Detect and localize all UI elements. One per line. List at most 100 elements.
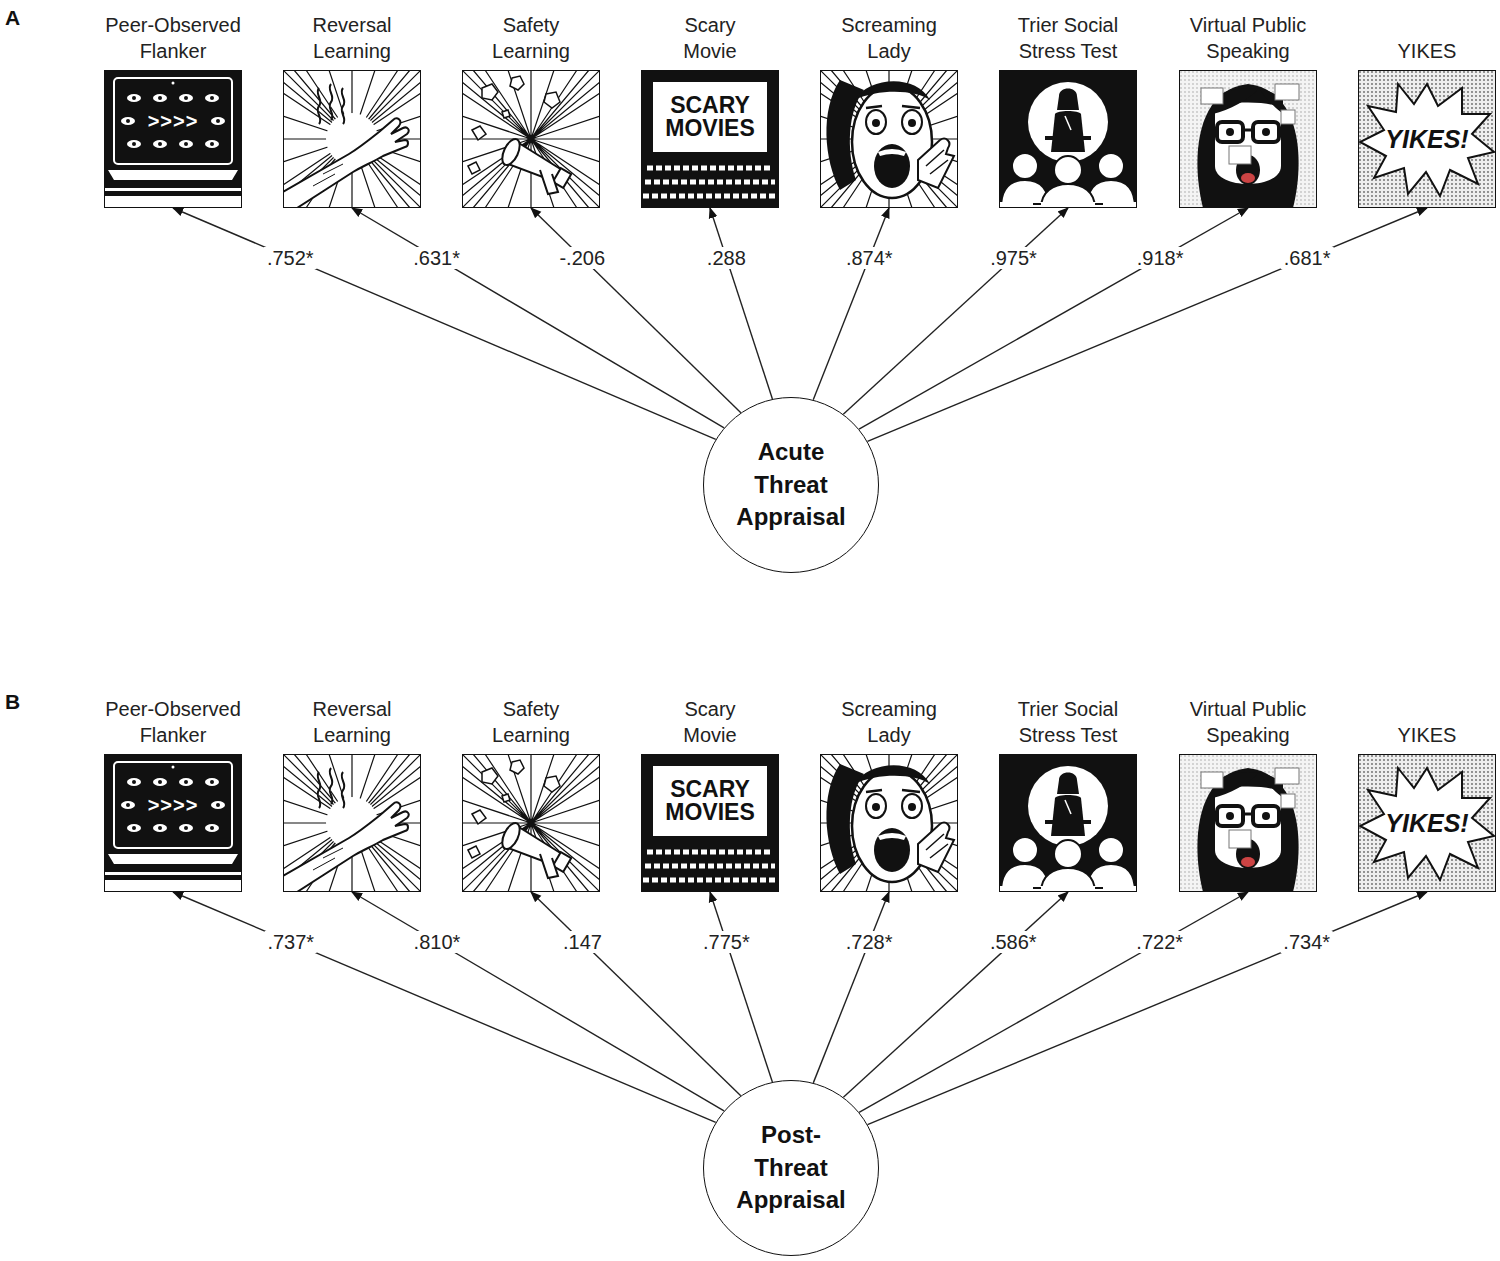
loading-arrow — [867, 208, 1427, 441]
cinema-icon — [641, 754, 779, 892]
panel-b-icons — [104, 754, 1496, 892]
loading-value: .737* — [264, 931, 317, 953]
icon-frame — [104, 754, 242, 892]
icon-frame — [1179, 754, 1317, 892]
icon-frame — [462, 70, 600, 208]
loading-arrow — [813, 208, 889, 400]
title-block: Virtual Public Speaking — [1173, 12, 1323, 64]
icon-text: SCARY MOVIES — [654, 94, 766, 141]
icon-frame — [104, 70, 242, 208]
icon-frame — [462, 754, 600, 892]
task-title: Screaming Lady — [834, 12, 944, 64]
flanker-icon — [104, 70, 242, 208]
audience-icon — [999, 70, 1137, 208]
loading-arrow — [352, 208, 724, 428]
task-icon-box: Safety Learning — [446, 696, 616, 892]
task-title: Scary Movie — [660, 12, 760, 64]
task-icon-box: Reversal Learning — [267, 12, 437, 208]
loading-arrow — [710, 892, 772, 1082]
loading-arrow — [173, 208, 716, 439]
panel-letter: A — [5, 6, 20, 30]
task-title: Peer-Observed Flanker — [103, 696, 243, 748]
task-icon-box: Virtual Public Speaking — [1163, 696, 1333, 892]
task-icon-box: YIKES — [1342, 38, 1500, 208]
task-title: Screaming Lady — [834, 696, 944, 748]
loading-value: .147 — [560, 931, 605, 953]
task-icon-box: YIKES — [1342, 722, 1500, 892]
task-title: Virtual Public Speaking — [1173, 12, 1323, 64]
task-icon-box: Trier Social Stress Test — [983, 12, 1153, 208]
icon-frame — [1179, 70, 1317, 208]
task-title: Virtual Public Speaking — [1173, 696, 1323, 748]
speaker-face-icon — [1179, 754, 1317, 892]
cinema-icon — [641, 70, 779, 208]
icon-text: >>>> — [148, 110, 199, 133]
factor-text-block: Post-Threat Appraisal — [733, 1119, 849, 1216]
audience-icon — [999, 754, 1137, 892]
loading-arrow — [859, 208, 1248, 429]
latent-factor-circle: Post-Threat Appraisal — [703, 1080, 879, 1256]
title-block: Peer-Observed Flanker — [103, 12, 243, 64]
panel-letter: B — [5, 690, 20, 714]
task-title: YIKES — [1357, 722, 1497, 748]
loading-value: .681* — [1281, 247, 1334, 269]
comic-burst-icon — [1358, 754, 1496, 892]
icon-frame — [820, 754, 958, 892]
loading-arrow — [813, 892, 889, 1083]
title-block: Screaming Lady — [834, 696, 944, 748]
loading-value: .288 — [704, 247, 749, 269]
title-block: YIKES — [1357, 38, 1497, 64]
loading-value: .918* — [1134, 247, 1187, 269]
title-block: Scary Movie — [660, 696, 760, 748]
title-block: Safety Learning — [461, 696, 601, 748]
task-icon-box: Safety Learning — [446, 12, 616, 208]
task-title: Safety Learning — [461, 12, 601, 64]
title-block: Reversal Learning — [282, 12, 422, 64]
title-block: YIKES — [1357, 722, 1497, 748]
loading-value: .975* — [987, 247, 1040, 269]
task-icon-box: Virtual Public Speaking — [1163, 12, 1333, 208]
loading-value: -.206 — [556, 247, 608, 269]
loading-arrow — [868, 892, 1427, 1125]
loading-arrow — [531, 208, 741, 413]
icon-text: SCARY MOVIES — [654, 778, 766, 825]
task-icon-box: Screaming Lady — [804, 12, 974, 208]
task-icon-box: Trier Social Stress Test — [983, 696, 1153, 892]
loading-value: .728* — [843, 931, 896, 953]
icon-text: YIKES! — [1385, 125, 1468, 154]
panel-a-icons — [104, 70, 1496, 208]
task-icon-box: Reversal Learning — [267, 696, 437, 892]
flanker-icon — [104, 754, 242, 892]
title-block: Trier Social Stress Test — [998, 696, 1138, 748]
icon-frame — [999, 70, 1137, 208]
latent-factor-circle: Acute Threat Appraisal — [703, 397, 879, 573]
loading-arrow — [173, 892, 716, 1122]
speaker-face-icon — [1179, 70, 1317, 208]
title-block: Safety Learning — [461, 12, 601, 64]
loading-value: .752* — [264, 247, 317, 269]
task-title: YIKES — [1357, 38, 1497, 64]
loading-value: .722* — [1133, 931, 1186, 953]
loading-value: .874* — [843, 247, 896, 269]
task-title: Peer-Observed Flanker — [103, 12, 243, 64]
task-title: Trier Social Stress Test — [998, 12, 1138, 64]
title-block: Scary Movie — [660, 12, 760, 64]
factor-name: Acute Threat Appraisal — [733, 436, 849, 533]
title-block: Virtual Public Speaking — [1173, 696, 1323, 748]
loading-arrow — [531, 892, 741, 1096]
icon-text: >>>> — [148, 794, 199, 817]
task-title: Scary Movie — [660, 696, 760, 748]
title-block: Trier Social Stress Test — [998, 12, 1138, 64]
loading-value: .775* — [700, 931, 753, 953]
task-title: Reversal Learning — [282, 12, 422, 64]
megaphone-icon — [462, 754, 600, 892]
icon-frame — [283, 70, 421, 208]
icon-text: YIKES! — [1385, 809, 1468, 838]
loading-arrow — [352, 892, 724, 1111]
icon-frame — [820, 70, 958, 208]
task-icon-box: Screaming Lady — [804, 696, 974, 892]
title-block: Reversal Learning — [282, 696, 422, 748]
factor-text-block: Acute Threat Appraisal — [733, 436, 849, 533]
